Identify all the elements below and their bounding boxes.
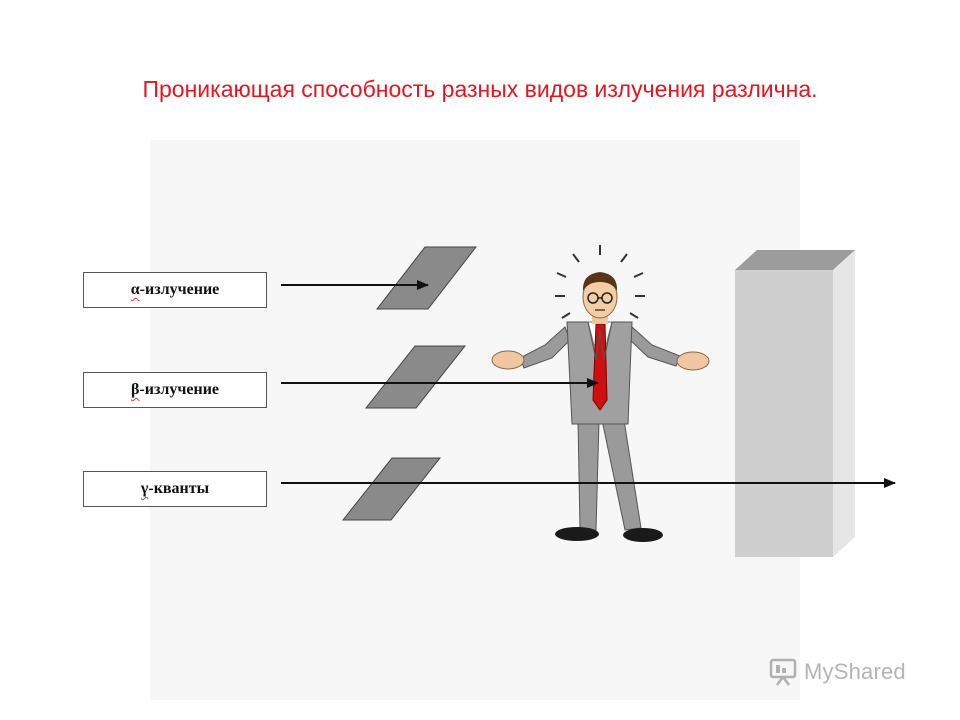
wall-front <box>735 270 833 557</box>
presentation-board-icon <box>769 658 797 686</box>
watermark-text: MyShared <box>804 659 906 684</box>
paper-plate <box>375 246 478 310</box>
alpha-radiation-label: α-излучение <box>83 272 267 308</box>
middle-plate <box>364 345 467 409</box>
gamma-quanta-label: γ-кванты <box>83 471 267 507</box>
beta-symbol: β <box>130 381 140 398</box>
gamma-text: -кванты <box>148 480 210 497</box>
watermark: MyShared <box>768 657 906 687</box>
stress-lines-icon <box>555 245 645 319</box>
alpha-text: -излучение <box>139 281 220 298</box>
man-figure <box>491 245 710 542</box>
beta-text: -излучение <box>139 381 220 398</box>
lower-plate <box>341 457 442 521</box>
slide-title: Проникающая способность разных видов изл… <box>142 76 818 102</box>
background-shade <box>150 140 800 700</box>
wall-top <box>735 250 855 270</box>
gamma-symbol: γ <box>140 480 149 497</box>
beta-radiation-label: β-излучение <box>83 372 267 408</box>
alpha-symbol: α <box>130 281 140 298</box>
wall-side <box>833 250 855 557</box>
